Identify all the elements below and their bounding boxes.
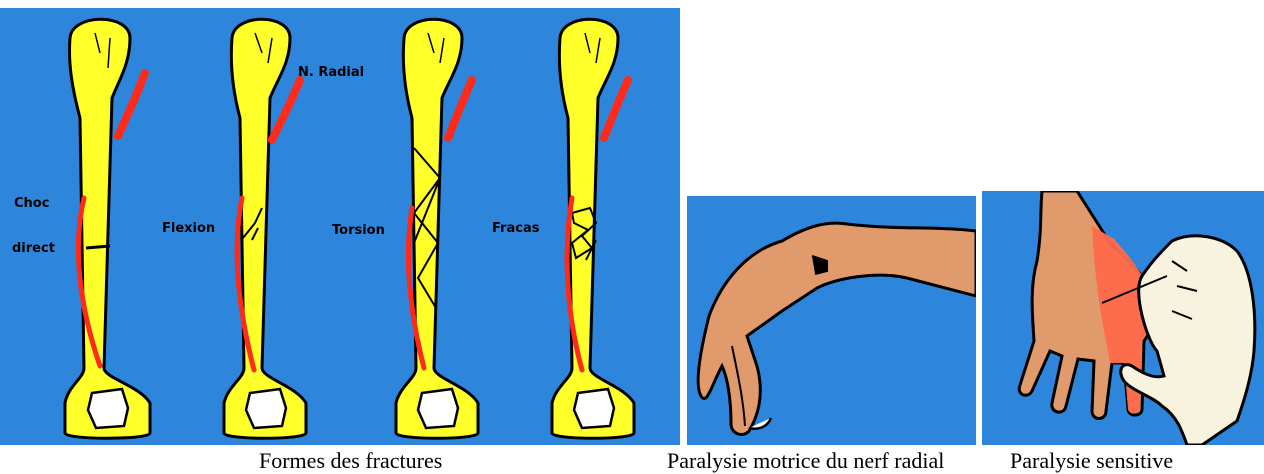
motor-paralysis-illustration bbox=[687, 196, 976, 445]
radial-nerve-4 bbox=[604, 80, 628, 138]
label-choc: Choc bbox=[14, 196, 49, 211]
label-fracas: Fracas bbox=[492, 221, 540, 236]
radial-nerve-3 bbox=[448, 80, 472, 138]
radial-nerve-1 bbox=[118, 73, 145, 136]
caption-fracture-forms: Formes des fractures bbox=[259, 448, 442, 474]
forearm-and-drooping-hand bbox=[698, 223, 976, 434]
label-nerve: N. Radial bbox=[298, 65, 364, 80]
label-torsion: Torsion bbox=[332, 223, 385, 238]
humerus-fracas bbox=[552, 19, 634, 438]
label-flexion: Flexion bbox=[162, 221, 215, 236]
radial-nerve-2 bbox=[272, 80, 300, 140]
cropped-top-text bbox=[0, 0, 680, 8]
label-direct: direct bbox=[12, 241, 55, 256]
sensory-paralysis-illustration bbox=[982, 191, 1264, 445]
fracture-forms-illustration: N. Radial Choc direct Flexion Torsion Fr… bbox=[0, 8, 680, 445]
caption-motor-paralysis: Paralysie motrice du nerf radial bbox=[667, 448, 944, 474]
caption-sensory-paralysis: Paralysie sensitive bbox=[1010, 448, 1173, 474]
